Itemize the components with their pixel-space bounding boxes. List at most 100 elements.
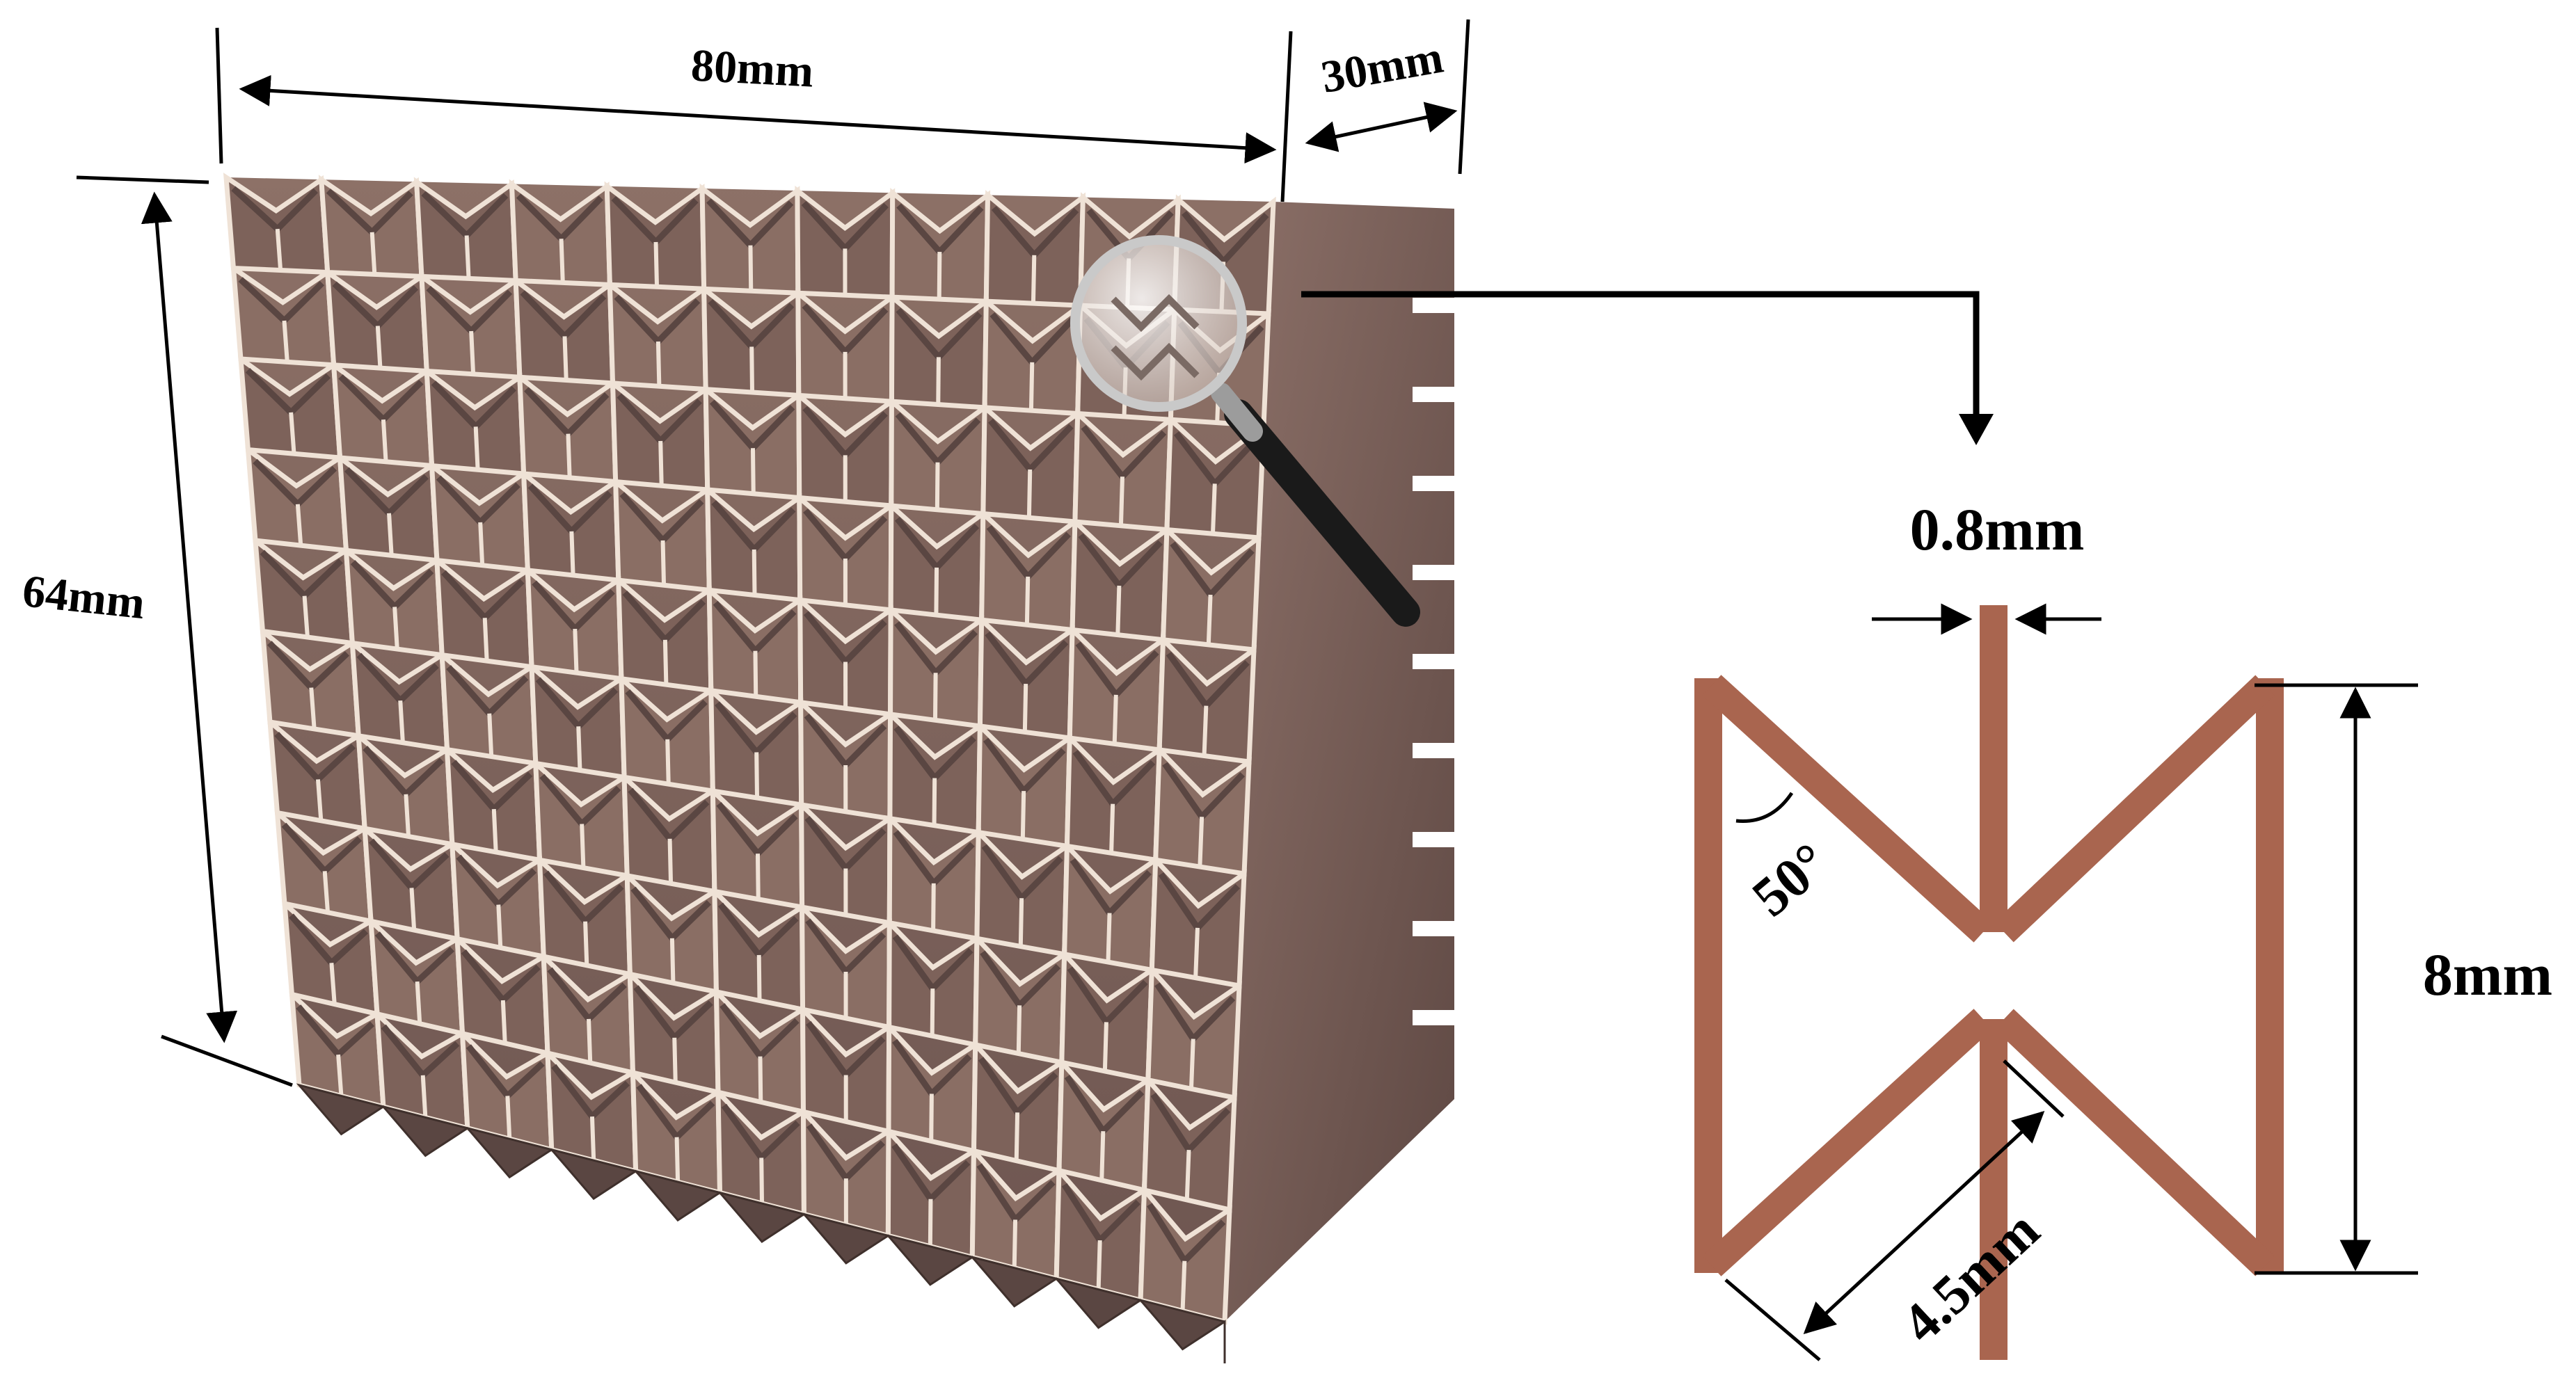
lattice-stem [672, 1037, 678, 1083]
lattice-stem [369, 232, 377, 275]
lattice-stem [756, 954, 762, 1001]
lattice-stem [1184, 1149, 1191, 1201]
lattice-stem [667, 838, 674, 884]
lattice-stem [1202, 705, 1209, 756]
lattice-stem [1198, 817, 1204, 867]
lattice-stem [936, 357, 941, 405]
lattice-stem [759, 1157, 764, 1204]
lattice-stem [1210, 483, 1217, 534]
angle-label: 50° [1741, 831, 1840, 928]
lattice-stem [1118, 476, 1125, 526]
lattice-stem [669, 938, 676, 984]
cell-bottom-left-strut [1702, 1009, 1993, 1276]
lattice-stem [1193, 927, 1200, 978]
lattice-stem [1206, 594, 1213, 645]
side-slot [1413, 832, 1456, 847]
structure-side-slots [1413, 298, 1456, 1025]
dimension-lines-3d [76, 19, 1470, 1087]
lattice-stem [566, 433, 572, 478]
lattice-stem [1188, 1039, 1195, 1089]
lattice-stem [935, 462, 940, 510]
lattice-stem [1028, 362, 1035, 411]
width-dimension-label: 80mm [690, 40, 815, 97]
lattice-stem [322, 871, 331, 913]
lattice-stem [562, 336, 569, 380]
side-slot [1413, 387, 1456, 402]
side-slot [1413, 298, 1456, 313]
lattice-stem [1180, 1260, 1187, 1311]
unit-cell-diagram [1694, 605, 2284, 1360]
structure-3d [223, 173, 1456, 1363]
lattice-stem [1106, 913, 1112, 963]
lattice-stem [1026, 469, 1033, 518]
lattice-stem [404, 794, 411, 837]
lattice-stem [282, 320, 289, 362]
side-slot [1413, 921, 1456, 936]
dimension-lines-cell [1724, 603, 2418, 1361]
lattice-stem [1099, 1131, 1106, 1180]
lattice-stem [931, 883, 936, 931]
lattice-stem [392, 607, 399, 650]
lattice-stem [1024, 576, 1031, 625]
side-slot [1413, 743, 1456, 758]
lattice-stem [653, 241, 660, 287]
cell-height-label: 8mm [2423, 941, 2552, 1008]
lattice-stem [491, 808, 498, 853]
wall-thickness-label: 0.8mm [1910, 496, 2085, 563]
cell-bottom-right-strut [1994, 1009, 2275, 1276]
side-slot [1413, 565, 1456, 580]
lattice-stem [1109, 803, 1115, 854]
lattice-stem [1022, 683, 1028, 732]
lattice-stem [660, 540, 667, 586]
lattice-stem [754, 752, 759, 799]
lattice-stem [478, 522, 485, 566]
lattice-stem [500, 1000, 507, 1043]
lattice-stem [375, 326, 383, 369]
lattice-stem [748, 245, 754, 291]
lattice-stem [753, 650, 758, 697]
lattice-stem [580, 824, 586, 868]
lattice-stem [302, 595, 310, 638]
lattice-stem [482, 618, 489, 662]
strut-length-label: 4.5mm [1891, 1199, 2051, 1354]
lattice-stem [1031, 255, 1037, 304]
lattice-stem [937, 252, 942, 300]
lattice-stem [932, 673, 938, 721]
lattice-stem [576, 726, 582, 771]
lattice-stem [469, 330, 476, 374]
lattice-stem [329, 962, 337, 1004]
lattice-stem [758, 1056, 763, 1103]
leader-line [1301, 291, 1994, 445]
lattice-stem [752, 549, 757, 595]
depth-dimension-label: 30mm [1317, 32, 1447, 103]
lattice-stem [665, 739, 671, 785]
lattice-stem [583, 921, 589, 966]
side-slot [1413, 1010, 1456, 1025]
lattice-stem [1096, 1240, 1102, 1290]
lattice-stem [387, 513, 394, 556]
lattice-stem [420, 1075, 428, 1118]
lattice-stem [1102, 1022, 1108, 1072]
lattice-stem [569, 531, 575, 576]
cell-top-left-strut [1702, 675, 1993, 943]
lattice-stem [929, 1093, 934, 1141]
lattice-stem [473, 426, 480, 470]
magnifying-glass-icon [1070, 235, 1420, 627]
lattice-stem [309, 687, 317, 730]
lattice-stem [589, 1116, 596, 1161]
lattice-stem [1020, 791, 1026, 840]
lattice-stem [662, 639, 669, 685]
lattice-stem [295, 504, 303, 546]
lattice-stem [398, 700, 405, 743]
structure-lattice [223, 173, 1276, 1325]
lattice-stem [496, 904, 503, 948]
lattice-stem [674, 1137, 681, 1183]
lattice-stem [381, 419, 388, 462]
lattice-stem [928, 1199, 933, 1247]
lattice-stem [275, 228, 283, 271]
structure-bottom-edge [296, 1083, 1226, 1363]
lattice-stem [487, 713, 494, 757]
height-dimension-label: 64mm [20, 566, 148, 629]
lattice-stem [1115, 585, 1122, 635]
